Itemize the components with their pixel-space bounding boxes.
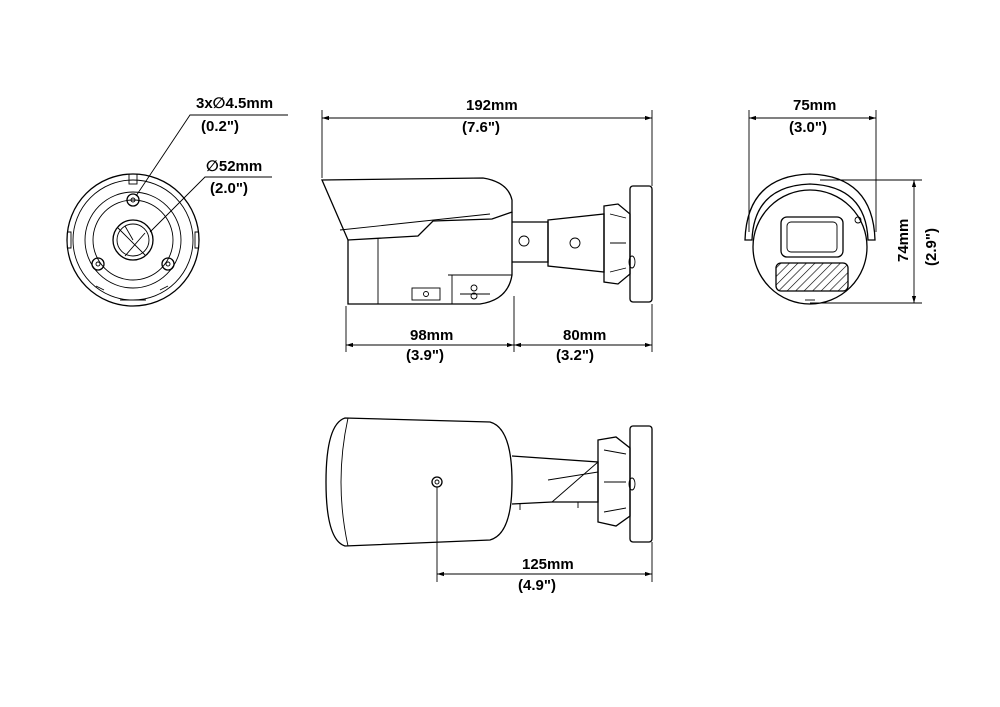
width-mm: 75mm bbox=[793, 97, 836, 114]
top-view bbox=[325, 417, 653, 547]
hole-dim-inch: (0.2") bbox=[201, 118, 239, 135]
hole-dim-mm: 3x∅4.5mm bbox=[196, 95, 273, 112]
body-len-mm: 98mm bbox=[410, 327, 453, 344]
base-dia-inch: (2.0") bbox=[210, 180, 248, 197]
length-inch: (7.6") bbox=[462, 119, 500, 136]
top-len-mm: 125mm bbox=[522, 556, 574, 573]
body-len-inch: (3.9") bbox=[406, 347, 444, 364]
height-inch: (2.9") bbox=[923, 228, 940, 266]
front-view bbox=[744, 173, 876, 305]
height-mm: 74mm bbox=[895, 219, 912, 262]
rear-view bbox=[66, 114, 288, 307]
width-inch: (3.0") bbox=[789, 119, 827, 136]
mount-len-inch: (3.2") bbox=[556, 347, 594, 364]
base-dia-mm: ∅52mm bbox=[206, 158, 262, 175]
mount-len-mm: 80mm bbox=[563, 327, 606, 344]
side-view bbox=[321, 177, 653, 305]
length-mm: 192mm bbox=[466, 97, 518, 114]
top-len-inch: (4.9") bbox=[518, 577, 556, 594]
